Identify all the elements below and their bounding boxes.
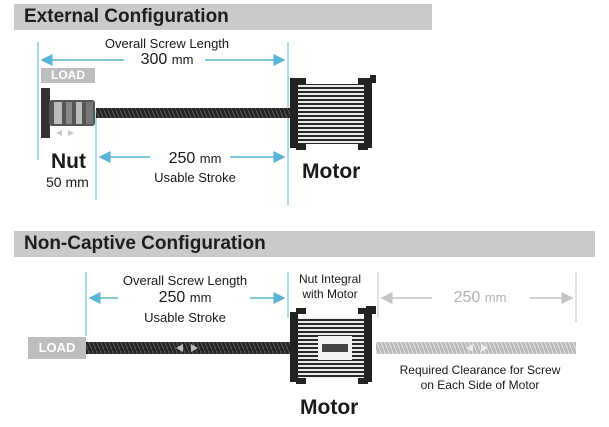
load-badge-external: LOAD [41, 68, 95, 83]
clearance-number: 250 [453, 289, 481, 306]
noncaptive-dimension-lines [85, 272, 577, 336]
stroke-label: Usable Stroke [154, 170, 236, 185]
nc-overall-length-unit: mm [189, 290, 212, 305]
nut-label: Nut [51, 150, 86, 173]
nc-overall-length-number: 250 [158, 289, 186, 306]
load-badge-noncaptive: LOAD [28, 337, 86, 359]
section-title-external: External Configuration [24, 6, 229, 27]
overall-length-label: Overall Screw Length [104, 36, 230, 51]
clearance-note: Required Clearance for Screw on Each Sid… [380, 363, 580, 393]
external-motor [290, 75, 376, 150]
overall-length-unit: mm [171, 52, 194, 67]
nut-integral-line2: with Motor [302, 287, 358, 301]
nc-stroke-label: Usable Stroke [144, 310, 226, 325]
motor-label-noncaptive: Motor [300, 396, 359, 419]
clearance-unit: mm [484, 290, 507, 305]
external-lead-screw [96, 108, 296, 118]
noncaptive-screw-clearance [376, 342, 576, 354]
nc-overall-length-value: 250 mm [110, 289, 260, 307]
nut-integral-line1: Nut Integral [298, 272, 362, 286]
clearance-note-line1: Required Clearance for Screw [399, 363, 561, 377]
external-nut [41, 88, 95, 138]
section-header-external: External Configuration [14, 4, 432, 30]
clearance-value: 250 mm [430, 289, 530, 307]
stroke-value: 250 mm [150, 150, 240, 168]
nc-overall-length-label: Overall Screw Length [122, 273, 248, 288]
motor-label-external: Motor [302, 160, 361, 183]
noncaptive-lead-screw [86, 342, 296, 354]
overall-length-number: 300 [140, 51, 168, 68]
section-title-noncaptive: Non-Captive Configuration [24, 233, 266, 254]
noncaptive-motor [290, 306, 376, 384]
external-dimension-lines [37, 42, 289, 205]
nut-integral-label: Nut Integral with Motor [288, 272, 372, 302]
overall-length-value: 300 mm [92, 51, 242, 69]
nut-length: 50 mm [46, 174, 89, 190]
clearance-note-line2: on Each Side of Motor [420, 378, 540, 392]
section-header-noncaptive: Non-Captive Configuration [14, 231, 595, 257]
stroke-number: 250 [168, 150, 196, 167]
stroke-unit: mm [199, 151, 222, 166]
